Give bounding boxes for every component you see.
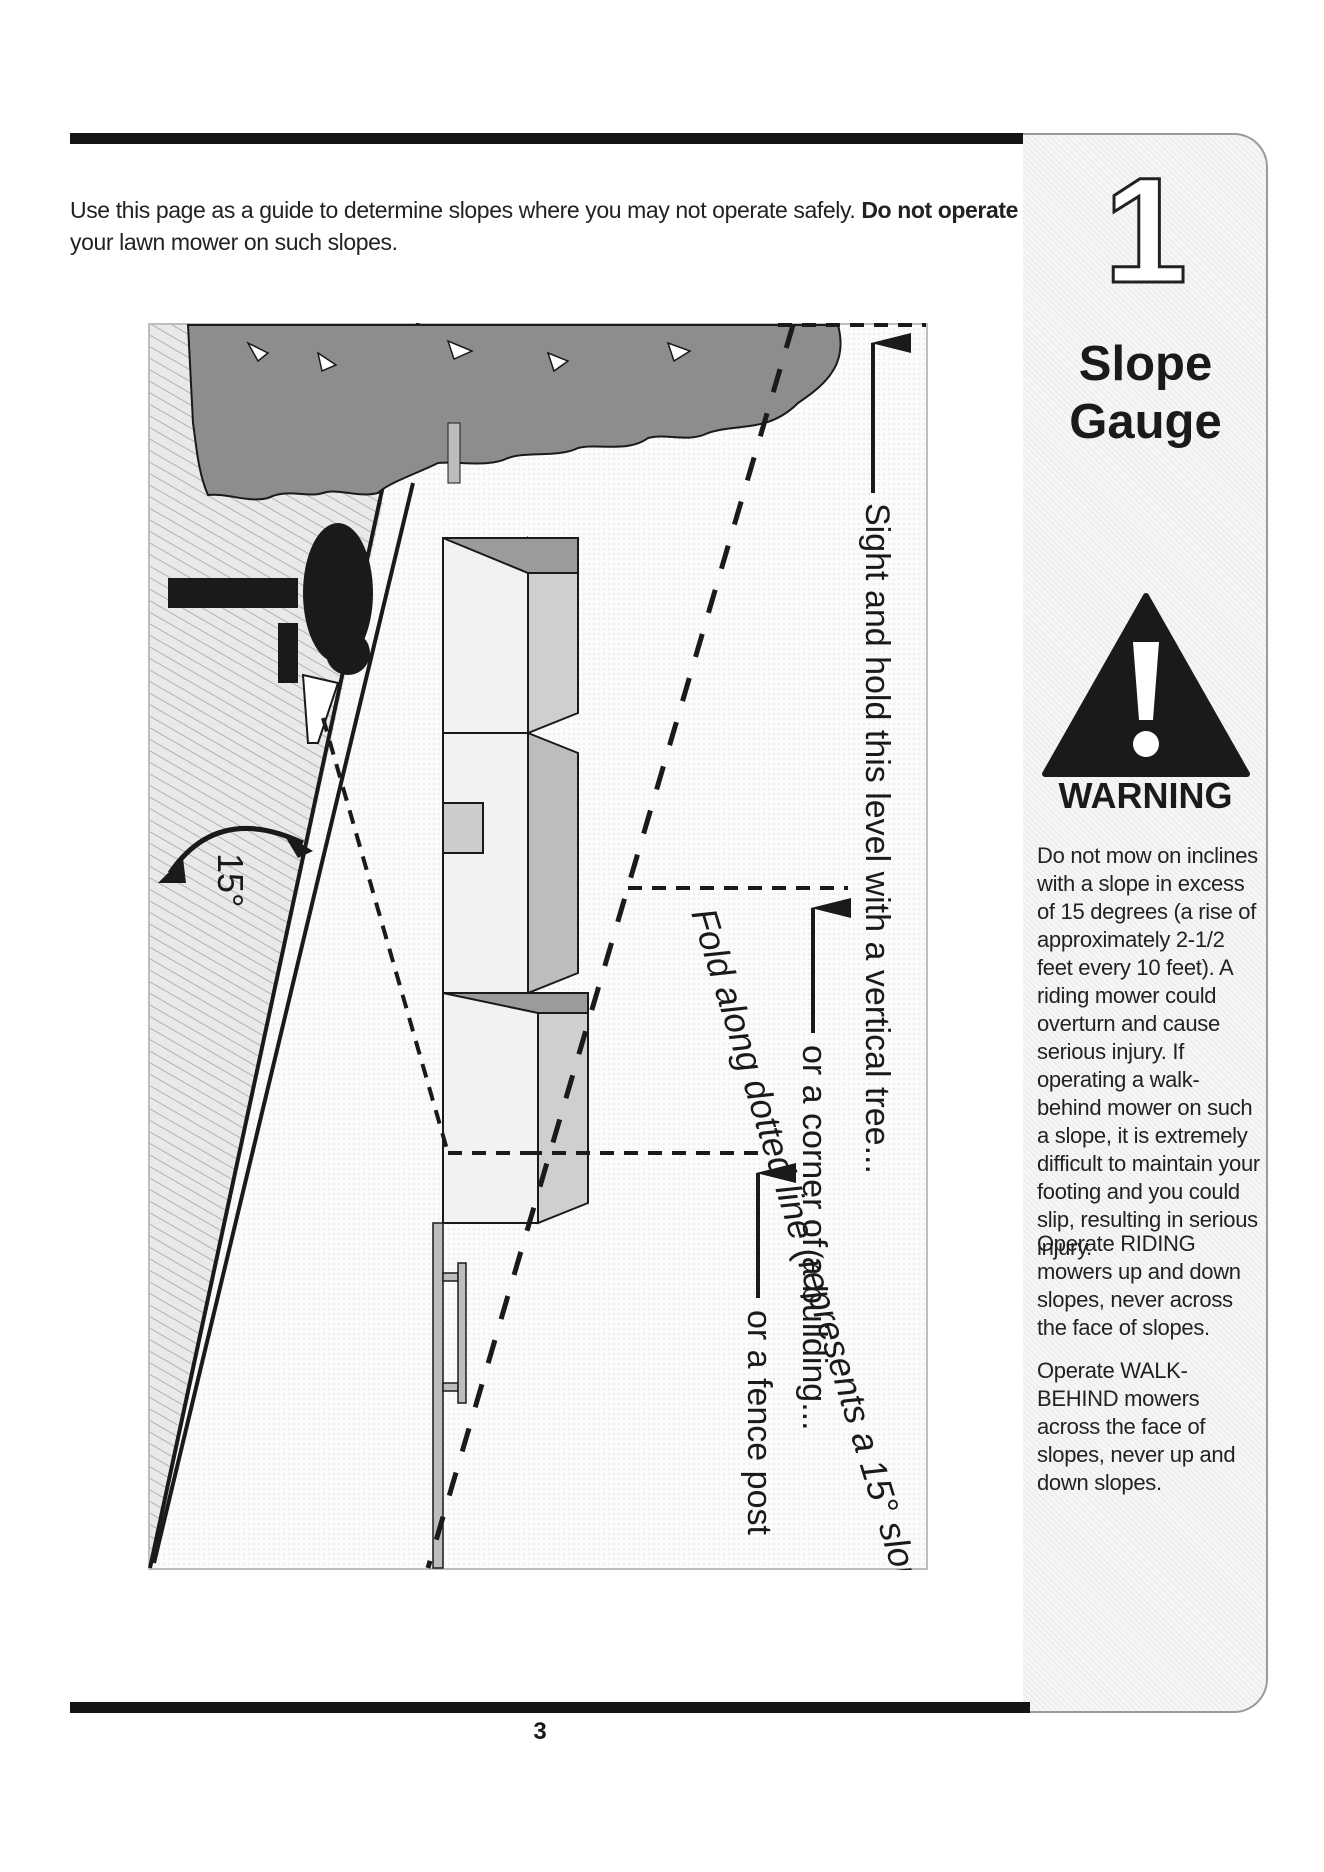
tree-label: Sight and hold this level with a vertica… [858,503,896,1174]
intro-text-start: Use this page as a guide to determine sl… [70,197,862,223]
page-number: 3 [533,1718,547,1745]
warning-paragraph-3: Operate WALK-BEHIND mowers across the fa… [1037,1358,1236,1495]
ground-line [148,323,420,1569]
warning-paragraph-2: Operate RIDING mowers up and down slopes… [1037,1231,1241,1340]
tab-title-line1: Slope [1078,337,1213,391]
warning-icon [1042,593,1250,777]
slope-gauge-diagram: 15° Sight and hold this level with a ver… [148,323,928,1570]
intro-text-bold: Do not operate [861,197,1019,223]
tab-title-line2: Gauge [1069,395,1222,449]
tab-title: Slope Gauge [1023,335,1268,451]
angle-label: 15° [210,853,251,907]
tree-trunk [447,422,461,484]
sighting-line [321,717,450,1154]
house-drawing [442,536,589,1225]
warning-paragraph-1: Do not mow on inclines with a slope in e… [1037,843,1260,1260]
side-tab: 1 Slope Gauge WARNING Do not mow on incl… [1023,133,1268,1713]
tree-canopy [186,324,842,501]
angle-arc [167,826,305,875]
intro-text-end: your lawn mower on such slopes. [70,229,398,255]
intro-text: Use this page as a guide to determine sl… [70,194,1030,258]
bottom-rule [70,1702,1030,1713]
top-rule [70,133,1030,144]
fold-line [425,324,796,1569]
building-label: or a corner of a building... [795,1045,833,1431]
fence-drawing [432,1222,467,1569]
fence-label: or a fence post [740,1310,778,1535]
warning-label: WARNING [1058,775,1233,816]
person-silhouette [168,523,373,683]
chapter-number: 1 [1102,146,1188,314]
